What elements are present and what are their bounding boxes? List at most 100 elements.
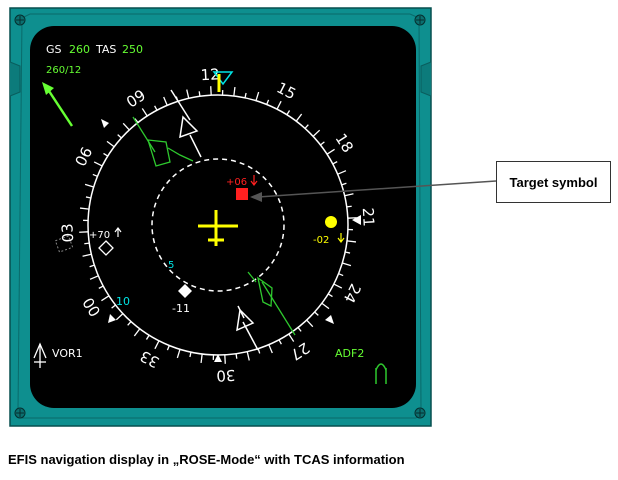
bezel-notch-left (9, 61, 21, 97)
figure-caption: EFIS navigation display in „ROSE-Mode“ w… (8, 452, 405, 467)
compass-tick (93, 161, 103, 167)
arrow-down-icon (337, 233, 345, 243)
compass-tick (332, 161, 338, 165)
compass-tick (127, 321, 132, 326)
compass-tick (255, 91, 260, 101)
arrow-up-icon (114, 227, 122, 237)
screw-top-left (14, 14, 26, 26)
compass-tick (337, 170, 347, 175)
compass-tick (200, 353, 203, 364)
gs-value: 260 (69, 43, 90, 56)
compass-tick (276, 100, 282, 110)
traffic-resolution-advisory: +06 (226, 175, 258, 200)
screw-top-right (414, 14, 426, 26)
compass-tick (106, 140, 115, 148)
compass-tick (166, 345, 170, 351)
heading-pointer (212, 71, 234, 92)
range-ring (151, 158, 285, 292)
tas-label: TAS (95, 43, 116, 56)
compass-tick (84, 242, 90, 245)
compass-tick (338, 273, 344, 277)
adf2-bearing-pointer (132, 116, 296, 336)
compass-tick (198, 91, 201, 97)
compass-tick (117, 134, 122, 139)
compass-tick (326, 148, 335, 155)
arrow-down-icon (250, 175, 258, 186)
adf2-pointer-icon (375, 363, 387, 384)
compass-tick (286, 110, 291, 116)
compass-tick (176, 349, 181, 359)
compass-tick (314, 311, 319, 316)
compass-tick (244, 92, 247, 98)
compass-tick (133, 328, 141, 337)
compass-tick (89, 264, 95, 268)
display-screen (30, 26, 416, 408)
outer-range-value: 10 (116, 295, 130, 308)
wind-readout: 260/12 (46, 65, 81, 76)
compass-label: 30 (216, 366, 236, 385)
compass-tick (341, 182, 347, 186)
track-marker (54, 235, 74, 253)
compass-tick (304, 124, 309, 129)
compass-tick (346, 205, 352, 208)
compass-tick (246, 351, 250, 361)
compass-tick (115, 313, 124, 321)
compass-tick (345, 251, 351, 254)
compass-tick (141, 108, 148, 117)
compass-tick (342, 262, 352, 267)
compass-tick (79, 207, 90, 210)
compass-tick (154, 105, 158, 111)
gs-label: GS (46, 43, 62, 56)
compass-tick (333, 283, 343, 289)
target-symbol-callout: Target symbol (496, 161, 611, 203)
traffic-alt: +70 (89, 230, 110, 241)
compass-tick (189, 352, 192, 358)
callout-arrow (250, 180, 497, 202)
compass-tick (346, 240, 357, 243)
compass-tick (101, 295, 110, 302)
compass-tick (122, 122, 130, 131)
compass-label: 21 (359, 207, 378, 227)
compass-tick (84, 183, 94, 188)
compass-tick (111, 304, 116, 309)
aircraft-symbol (198, 210, 238, 246)
compass-tick (92, 173, 98, 177)
compass-tick (297, 327, 302, 332)
bezel-notch-right (420, 61, 432, 97)
cardinal-markers (101, 119, 361, 362)
compass-tick (321, 302, 330, 310)
compass-tick (145, 334, 150, 340)
compass-tick (98, 285, 104, 289)
vor1-bearing-pointer (170, 89, 259, 351)
traffic-proximate: -11 (172, 284, 192, 315)
compass-tick (295, 113, 303, 122)
traffic-alt: +06 (226, 177, 247, 188)
vor1-pointer-icon (33, 342, 47, 368)
compass-tick (85, 196, 91, 199)
screw-bottom-right (414, 407, 426, 419)
compass-tick (288, 333, 295, 342)
compass-tick (266, 99, 270, 105)
compass-tick (320, 141, 325, 146)
compass-label: 12 (200, 65, 220, 84)
compass-tick (278, 339, 282, 345)
compass-tick (134, 118, 139, 123)
compass-tick (154, 340, 160, 350)
range-value: 5 (168, 260, 174, 271)
compass-label: 03 (58, 223, 77, 243)
traffic-other: +70 (89, 227, 122, 256)
compass-tick (233, 86, 236, 97)
compass-tick (344, 193, 354, 197)
screw-bottom-left (14, 407, 26, 419)
compass-tick (235, 353, 238, 359)
compass-tick (306, 319, 314, 328)
compass-tick (327, 293, 333, 298)
traffic-alt: -02 (313, 235, 329, 246)
compass-tick (186, 89, 190, 99)
traffic-alt: -11 (172, 302, 190, 315)
compass-tick (268, 344, 273, 354)
compass-tick (82, 253, 92, 257)
traffic-advisory: -02 (313, 216, 345, 246)
wind-arrow-icon (42, 82, 74, 127)
